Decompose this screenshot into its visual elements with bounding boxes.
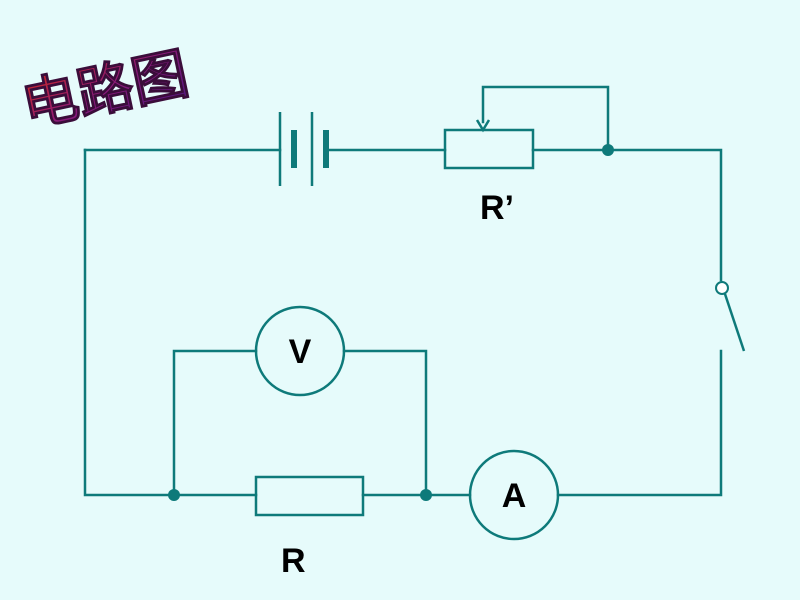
battery	[278, 112, 329, 186]
rheostat-slider-wire	[481, 85, 610, 152]
wire-top-right	[531, 148, 723, 282]
junction-rheostat	[602, 144, 614, 156]
wire-voltmeter-right	[342, 349, 428, 497]
slide-title: 电路图	[16, 41, 194, 140]
resistor	[254, 475, 365, 517]
switch-contact	[715, 281, 729, 295]
rheostat	[443, 128, 535, 170]
voltmeter-label: V	[289, 333, 312, 371]
wire-bottom-left	[83, 148, 258, 497]
switch-lever	[723, 293, 746, 352]
rheostat-label: R’	[480, 189, 514, 227]
voltmeter	[254, 305, 346, 397]
resistor-label: R	[281, 542, 306, 580]
rheostat-slider-arrow	[475, 119, 491, 133]
wire-voltmeter-left	[172, 349, 258, 497]
switch	[715, 281, 746, 352]
ammeter-label: A	[502, 477, 527, 515]
wire-right-bottom	[556, 349, 723, 497]
